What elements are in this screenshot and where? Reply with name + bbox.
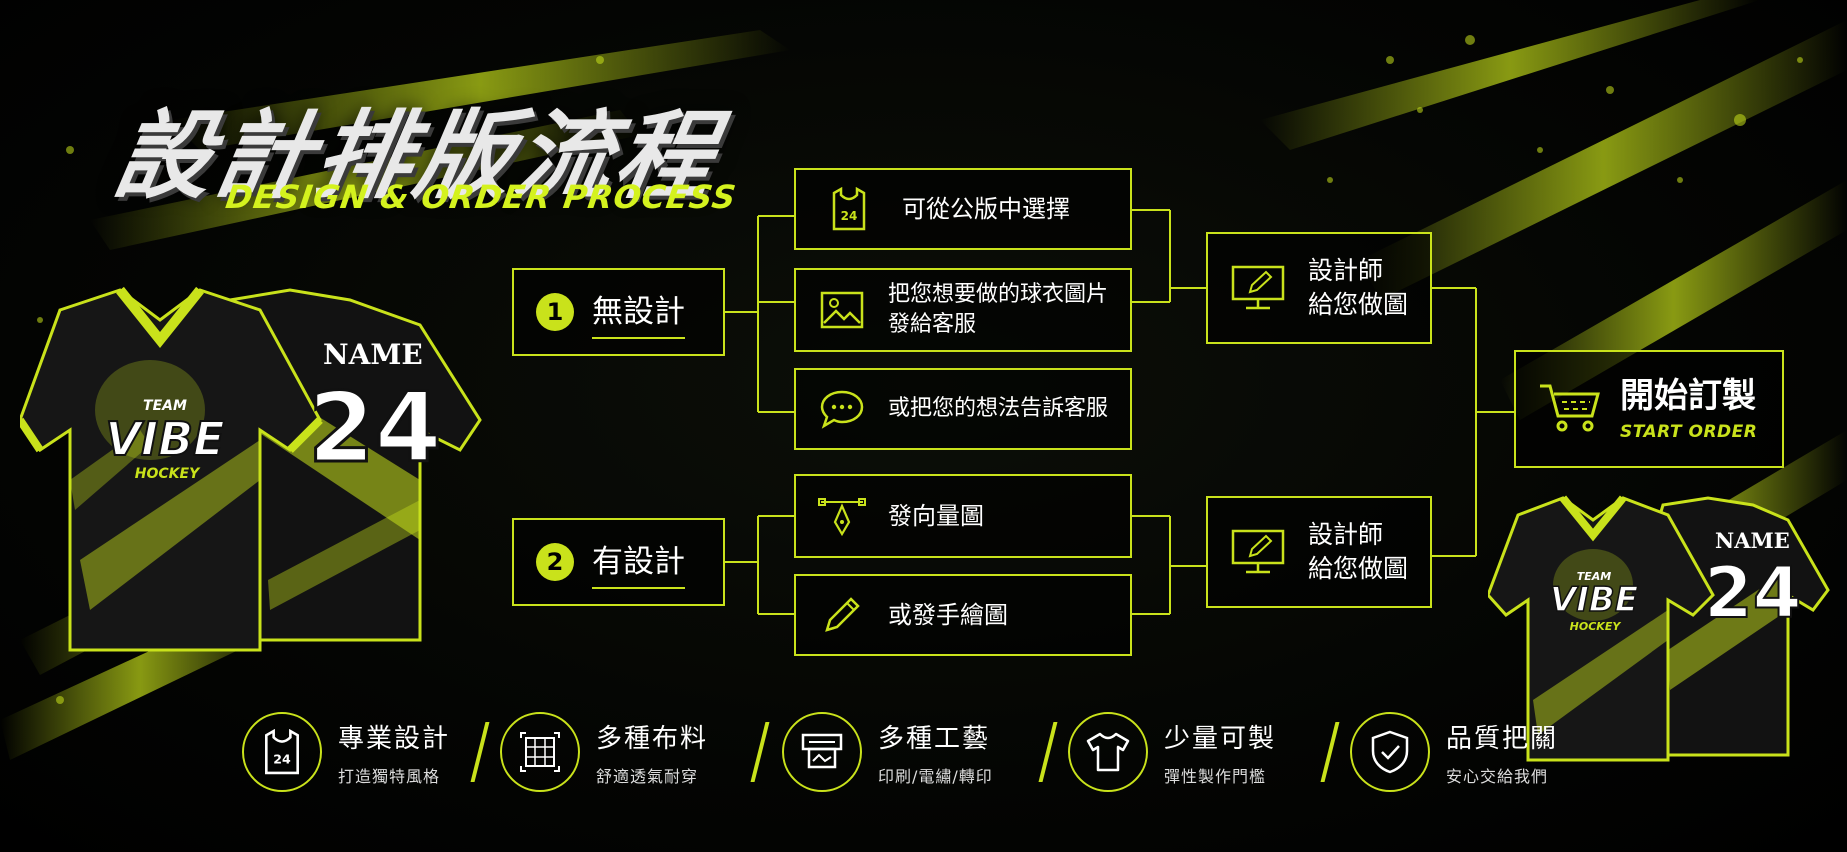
feature-subtitle: 舒適透氣耐穿 bbox=[596, 766, 699, 786]
jersey-name: NAME bbox=[1715, 528, 1790, 553]
option-public-template: 24 可從公版中選擇 bbox=[794, 168, 1132, 250]
jersey-mockup-left: NAME 24 TEAM VIBE HOCKEY bbox=[16, 280, 490, 660]
feature-subtitle: 印刷/電繡/轉印 bbox=[878, 766, 993, 786]
step-label: 有設計 bbox=[592, 536, 685, 589]
t-shirt-icon bbox=[1068, 712, 1148, 792]
option-send-hand-drawing: 或發手繪圖 bbox=[794, 574, 1132, 656]
step-no-design: 1 無設計 bbox=[512, 268, 725, 356]
start-order-button[interactable]: 開始訂製 START ORDER bbox=[1514, 350, 1784, 468]
tank-top-24-icon: 24 bbox=[242, 712, 322, 792]
tank-top-number: 24 bbox=[273, 752, 291, 767]
jersey-number: 24 bbox=[307, 371, 444, 486]
option-label: 可從公版中選擇 bbox=[902, 195, 1070, 223]
shield-check-icon bbox=[1350, 712, 1430, 792]
step-number: 2 bbox=[536, 543, 574, 581]
team-logo-bottom: HOCKEY bbox=[1569, 620, 1621, 633]
feature-title: 少量可製 bbox=[1164, 723, 1277, 754]
pencil-icon bbox=[796, 594, 888, 636]
option-send-vector: 發向量圖 bbox=[794, 474, 1132, 558]
vector-pen-icon bbox=[796, 494, 888, 538]
option-send-jersey-image: 把您想要做的球衣圖片 發給客服 bbox=[794, 268, 1132, 352]
feature-fabrics: 多種布料 舒適透氣耐穿 bbox=[500, 712, 708, 792]
team-logo-bottom: HOCKEY bbox=[134, 466, 200, 482]
team-logo-main: VIBE bbox=[104, 411, 225, 467]
team-logo-main: VIBE bbox=[1549, 579, 1639, 621]
feature-title: 多種布料 bbox=[596, 723, 709, 754]
feature-title: 多種工藝 bbox=[878, 723, 991, 754]
jersey-name: NAME bbox=[323, 338, 423, 371]
step-label: 無設計 bbox=[592, 286, 685, 339]
option-label: 或把您的想法告訴客服 bbox=[888, 396, 1109, 421]
designer-makes-design-1: 設計師 給您做圖 bbox=[1206, 232, 1432, 344]
feature-title: 品質把關 bbox=[1446, 723, 1559, 754]
option-tell-idea: 或把您的想法告訴客服 bbox=[794, 368, 1132, 450]
start-order-label: 開始訂製 bbox=[1620, 376, 1756, 416]
feature-subtitle: 打造獨特風格 bbox=[338, 766, 441, 786]
designer-label: 設計師 給您做圖 bbox=[1308, 520, 1409, 583]
team-logo-top: TEAM bbox=[143, 398, 187, 414]
jersey-number: 24 bbox=[1703, 551, 1802, 635]
feature-professional-design: 24 專業設計 打造獨特風格 bbox=[242, 712, 450, 792]
fabric-grid-icon bbox=[500, 712, 580, 792]
monitor-pen-icon bbox=[1208, 528, 1308, 576]
option-label: 把您想要做的球衣圖片 發給客服 bbox=[888, 282, 1109, 337]
feature-small-quantity: 少量可製 彈性製作門檻 bbox=[1068, 712, 1276, 792]
page-subtitle: DESIGN & ORDER PROCESS bbox=[223, 178, 739, 216]
printer-icon bbox=[782, 712, 862, 792]
jersey-mockup-right: NAME 24 TEAM VIBE HOCKEY bbox=[1486, 490, 1833, 765]
feature-subtitle: 彈性製作門檻 bbox=[1164, 766, 1267, 786]
designer-makes-design-2: 設計師 給您做圖 bbox=[1206, 496, 1432, 608]
step-has-design: 2 有設計 bbox=[512, 518, 725, 606]
option-label: 發向量圖 bbox=[888, 502, 984, 530]
tank-top-number: 24 bbox=[841, 209, 858, 223]
monitor-pen-icon bbox=[1208, 264, 1308, 312]
step-number: 1 bbox=[536, 293, 574, 331]
chat-bubble-icon bbox=[796, 389, 888, 429]
feature-subtitle: 安心交給我們 bbox=[1446, 766, 1549, 786]
feature-crafts: 多種工藝 印刷/電繡/轉印 bbox=[782, 712, 993, 792]
option-label: 或發手繪圖 bbox=[888, 601, 1008, 629]
tank-top-24-icon: 24 bbox=[796, 187, 902, 231]
team-logo-top: TEAM bbox=[1576, 570, 1612, 583]
shopping-cart-icon bbox=[1538, 380, 1608, 438]
feature-quality-control: 品質把關 安心交給我們 bbox=[1350, 712, 1558, 792]
start-order-sublabel: START ORDER bbox=[1620, 422, 1758, 442]
feature-title: 專業設計 bbox=[338, 723, 451, 754]
image-icon bbox=[796, 291, 888, 329]
designer-label: 設計師 給您做圖 bbox=[1308, 256, 1409, 319]
